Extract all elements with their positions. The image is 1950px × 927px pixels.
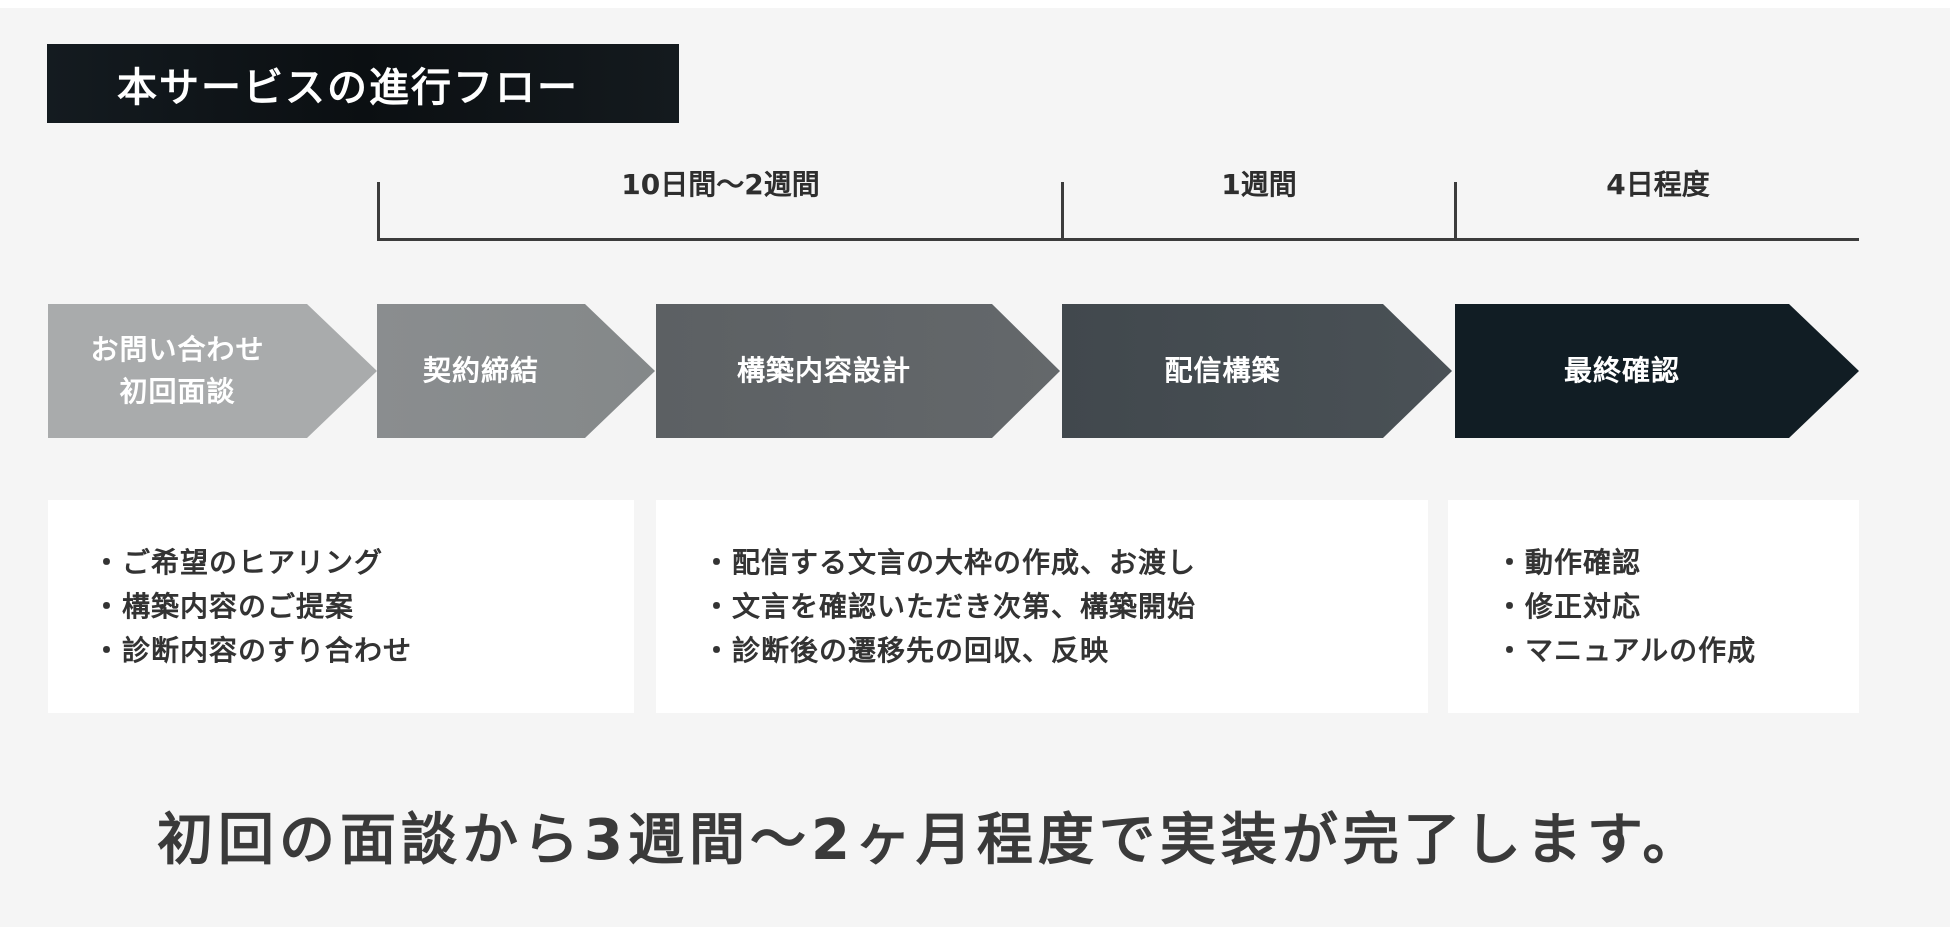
detail-item: ・診断内容のすり合わせ xyxy=(92,629,634,673)
detail-box-design-build: ・配信する文言の大枠の作成、お渡し ・文言を確認いただき次第、構築開始 ・診断後… xyxy=(656,500,1428,713)
bullet-icon: ・ xyxy=(92,546,122,579)
bullet-icon: ・ xyxy=(702,546,732,579)
bullet-icon: ・ xyxy=(1495,634,1525,667)
step-arrow-build: 配信構築 xyxy=(1062,304,1452,438)
step-label-final: 最終確認 xyxy=(1563,354,1680,387)
top-strip xyxy=(0,0,1950,8)
step-arrow-contract: 契約締結 xyxy=(377,304,655,438)
detail-item: ・診断後の遷移先の回収、反映 xyxy=(702,629,1428,673)
step-label-build: 配信構築 xyxy=(1164,354,1281,387)
detail-item: ・修正対応 xyxy=(1495,585,1859,629)
detail-item: ・動作確認 xyxy=(1495,541,1859,585)
detail-item: ・文言を確認いただき次第、構築開始 xyxy=(702,585,1428,629)
bullet-icon: ・ xyxy=(92,634,122,667)
bracket-baseline xyxy=(377,238,1859,241)
bullet-icon: ・ xyxy=(1495,546,1525,579)
detail-item: ・構築内容のご提案 xyxy=(92,585,634,629)
bracket-tick-3 xyxy=(1454,182,1457,241)
summary-text: 初回の面談から3週間〜2ヶ月程度で実装が完了します。 xyxy=(157,808,1704,873)
detail-box-final: ・動作確認 ・修正対応 ・マニュアルの作成 xyxy=(1448,500,1859,713)
duration-label-final: 4日程度 xyxy=(1606,168,1710,201)
step-arrow-inquiry: お問い合わせ 初回面談 xyxy=(48,304,377,438)
page-title: 本サービスの進行フロー xyxy=(117,64,579,111)
bullet-icon: ・ xyxy=(92,590,122,623)
step-arrow-design: 構築内容設計 xyxy=(656,304,1060,438)
step-arrow-final: 最終確認 xyxy=(1455,304,1859,438)
bullet-icon: ・ xyxy=(702,590,732,623)
step-label-contract: 契約締結 xyxy=(422,354,539,387)
duration-label-design: 10日間〜2週間 xyxy=(621,168,820,201)
bracket-tick-1 xyxy=(377,182,380,241)
detail-item: ・ご希望のヒアリング xyxy=(92,541,634,585)
step-label-inquiry: お問い合わせ 初回面談 xyxy=(90,333,265,408)
bracket-tick-2 xyxy=(1061,182,1064,241)
detail-item: ・マニュアルの作成 xyxy=(1495,629,1859,673)
detail-item: ・配信する文言の大枠の作成、お渡し xyxy=(702,541,1428,585)
bullet-icon: ・ xyxy=(702,634,732,667)
bullet-icon: ・ xyxy=(1495,590,1525,623)
title-banner: 本サービスの進行フロー xyxy=(47,44,679,123)
detail-box-inquiry: ・ご希望のヒアリング ・構築内容のご提案 ・診断内容のすり合わせ xyxy=(48,500,634,713)
duration-label-build: 1週間 xyxy=(1221,168,1297,201)
step-label-design: 構築内容設計 xyxy=(736,354,911,387)
